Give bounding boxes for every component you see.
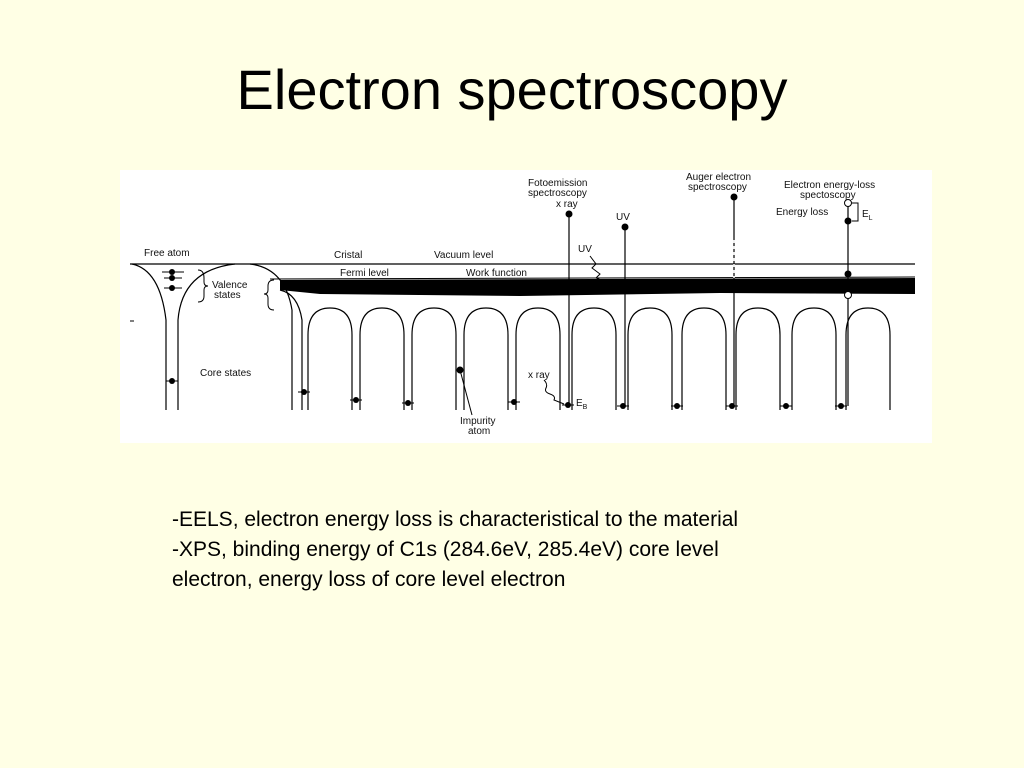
crystal-edge-inner xyxy=(279,289,303,410)
label-cristal: Cristal xyxy=(334,250,362,261)
electron-spectroscopy-diagram: Free atom Cristal Vacuum level Fermi lev… xyxy=(120,170,932,443)
label-impurity-1: Impurity xyxy=(460,416,496,427)
label-el-main: E xyxy=(862,209,869,220)
label-auger-1: Auger electron xyxy=(686,172,751,183)
body-line-3: electron, energy loss of core level elec… xyxy=(172,568,566,591)
free-atom-electron-2 xyxy=(169,275,175,281)
label-eb-main: E xyxy=(576,398,583,409)
label-uv-top: UV xyxy=(616,212,630,223)
core-electrons xyxy=(298,366,847,409)
label-impurity-2: atom xyxy=(468,426,490,437)
label-fermi-level: Fermi level xyxy=(340,268,389,279)
free-atom-electron-1 xyxy=(169,269,175,275)
label-x-ray-bottom: x ray xyxy=(528,370,550,381)
free-atom-well-right xyxy=(177,263,236,410)
eels-electron-fermi xyxy=(844,270,852,278)
label-el: EL xyxy=(862,209,873,222)
free-atom-core-electron xyxy=(169,378,175,384)
valence-brace xyxy=(197,269,209,303)
body-line-2: -XPS, binding energy of C1s (284.6eV, 28… xyxy=(172,538,719,561)
label-eb: EB xyxy=(576,398,588,411)
label-core-states: Core states xyxy=(200,368,251,379)
crystal-edge xyxy=(249,263,293,410)
eels-electron-mid xyxy=(844,217,852,225)
impurity-pointer xyxy=(459,369,473,416)
label-uv-mid: UV xyxy=(578,244,592,255)
label-fotoemission-1: Fotoemission xyxy=(528,178,587,189)
label-auger-2: spectroscopy xyxy=(688,182,747,193)
label-eb-sub: B xyxy=(583,404,588,411)
fermi-level-line xyxy=(269,276,916,280)
valence-band xyxy=(280,278,915,296)
free-atom-well xyxy=(131,263,167,410)
free-atom-electron-3 xyxy=(169,285,175,291)
label-energy-loss: Energy loss xyxy=(776,207,828,218)
label-eels-1: Electron energy-loss xyxy=(784,180,875,191)
slide-body-text: -EELS, electron energy loss is character… xyxy=(172,505,892,595)
x-ray-arrow xyxy=(543,379,565,405)
label-el-sub: L xyxy=(869,215,873,222)
label-free-atom: Free atom xyxy=(144,248,190,259)
auger-electron xyxy=(730,193,738,201)
valence-brace-right xyxy=(263,279,275,311)
crystal-wells xyxy=(307,307,891,410)
label-work-function: Work function xyxy=(466,268,527,279)
eels-electron-top xyxy=(844,199,852,207)
slide-title: Electron spectroscopy xyxy=(236,58,788,121)
label-fotoemission-2: spectroscopy xyxy=(528,188,587,199)
eels-hole xyxy=(844,291,852,299)
label-valence-2: states xyxy=(214,290,241,301)
uv-arrow xyxy=(589,255,607,283)
label-vacuum-level: Vacuum level xyxy=(434,250,493,261)
energy-loss-bracket xyxy=(852,202,859,222)
body-line-1: -EELS, electron energy loss is character… xyxy=(172,508,739,531)
label-valence-1: Valence xyxy=(212,280,248,291)
label-x-ray-top: x ray xyxy=(556,199,578,210)
diagram-svg: Free atom Cristal Vacuum level Fermi lev… xyxy=(130,172,916,437)
fotoemission-electron xyxy=(565,210,573,218)
label-eels-2: spectoscopy xyxy=(800,190,856,201)
uv-electron xyxy=(621,223,629,231)
